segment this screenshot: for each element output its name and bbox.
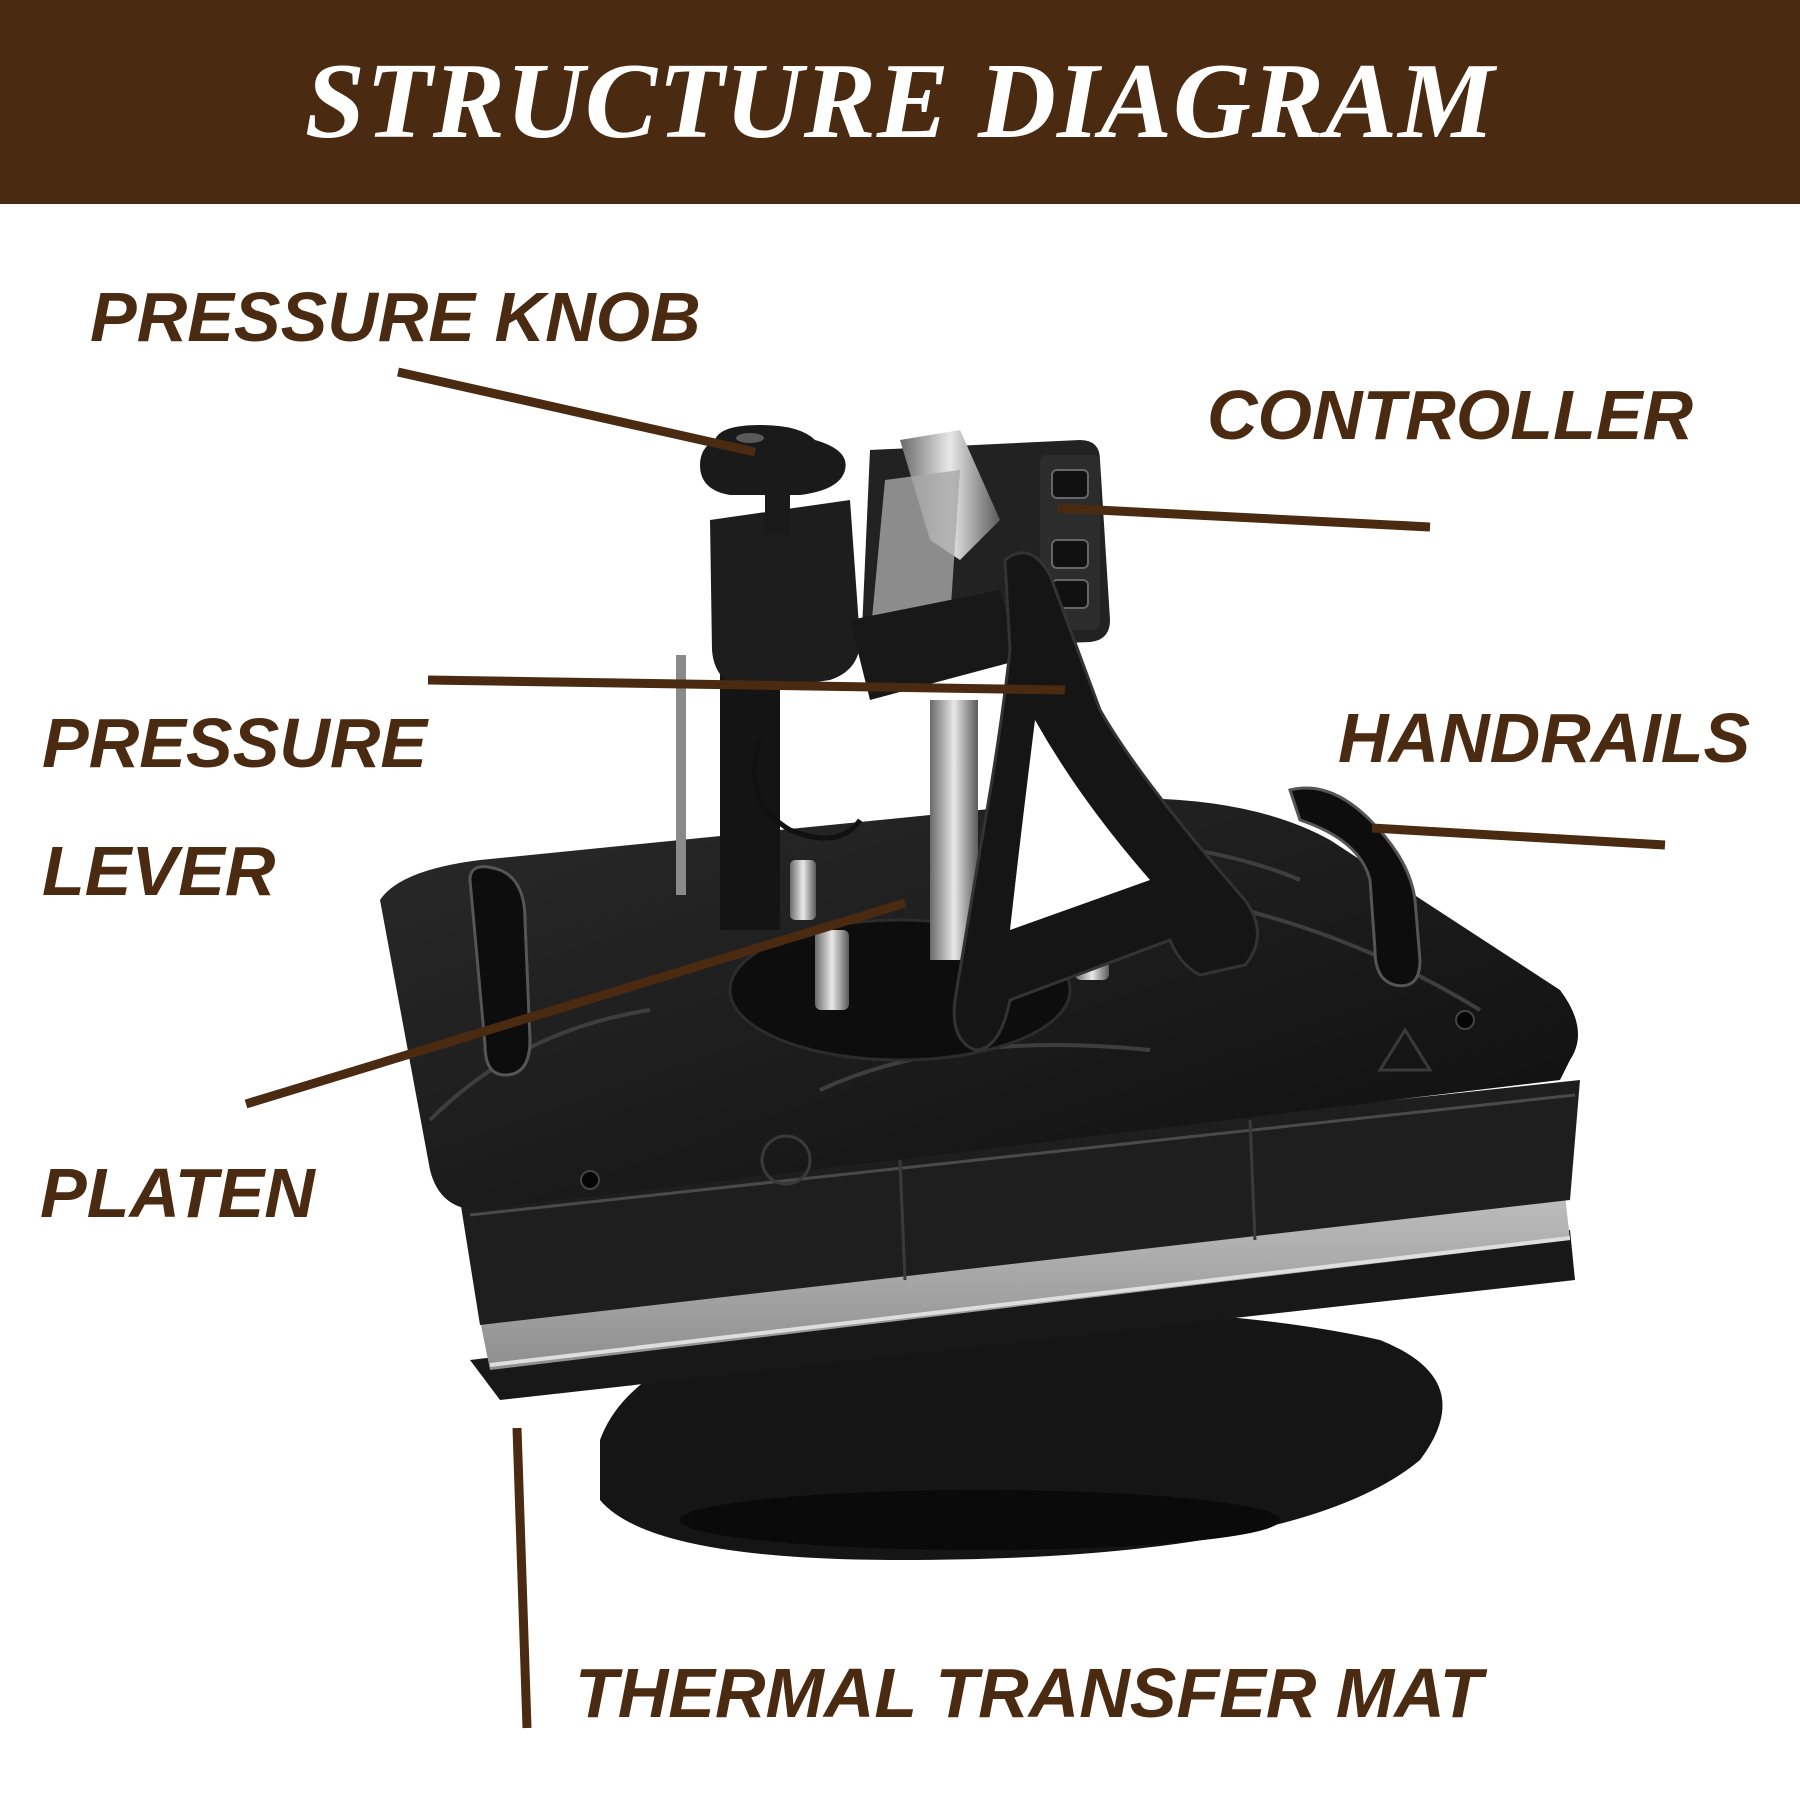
spring-3 [790,860,816,920]
transfer-mat [480,1195,1570,1370]
platen-side [460,1080,1580,1325]
base-foot-shadow [680,1490,1280,1550]
leader-handrails [1371,823,1666,850]
warning-triangle-icon [1377,1027,1433,1072]
cable [751,739,863,841]
pressure-lever-inner [1010,720,1150,930]
platen-screw-hole-1 [580,1170,600,1190]
transfer-mat-edge [489,1236,1571,1367]
right-handrail [1288,786,1422,988]
platen-side-highlight [469,1093,1576,1217]
leader-controller [1057,503,1431,532]
pressure-lever [952,551,1259,1052]
pressure-knob [700,425,846,495]
pressure-knob-stem [765,490,790,535]
label-thermal-transfer-mat: THERMAL TRANSFER MAT [575,1654,1483,1732]
upper-lever-arm [850,590,1020,700]
label-pressure-lever-line1: PRESSURE [42,704,428,782]
label-handrails: HANDRAILS [1338,699,1751,777]
platen-side-line [898,1119,1257,1281]
leader-thermal-transfer-mat [512,1427,532,1729]
title-banner: STRUCTURE DIAGRAM [0,0,1800,204]
pressure-knob-highlight [736,433,764,443]
leader-pressure-knob [397,367,756,457]
controller-button-set [1051,539,1089,569]
leader-pressure-lever [427,675,1066,695]
label-platen: PLATEN [40,1154,315,1232]
spring-1 [815,930,849,1010]
label-controller: CONTROLLER [1207,376,1694,454]
threaded-rod [676,655,686,895]
rear-post [720,650,780,930]
label-pressure-knob: PRESSURE KNOB [90,278,701,356]
leader-platen [244,898,907,1109]
page-title: STRUCTURE DIAGRAM [304,42,1496,161]
lever-pivot [870,470,960,640]
controller-button-up [1051,469,1089,499]
platen-screw-hole-2 [1455,1010,1475,1030]
head-housing [710,500,860,690]
hot-surface-emblem [760,1134,812,1186]
label-pressure-lever-line2: LEVER [42,832,276,910]
